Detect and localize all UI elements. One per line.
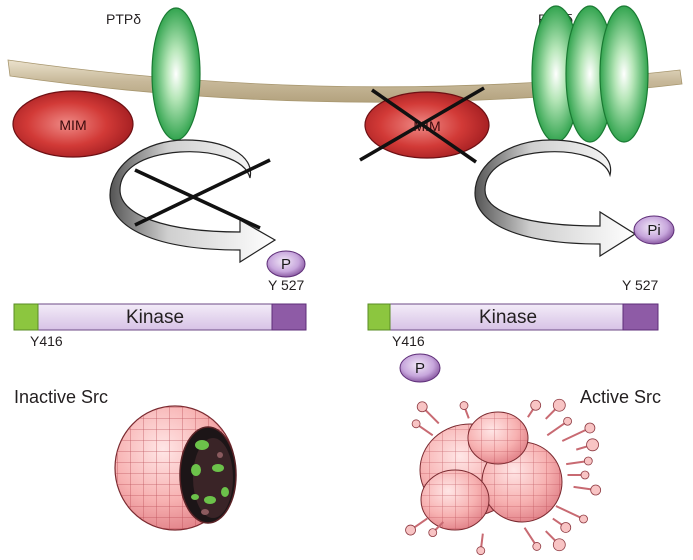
y416-label-left: Y416: [30, 333, 63, 349]
ptp-delta-label-left: PTPδ: [106, 11, 141, 27]
protruding-cell: [580, 470, 590, 480]
protruding-cell: [579, 514, 588, 524]
protruding-cell: [411, 419, 421, 429]
inactive-src-cell-cyst: [114, 405, 237, 531]
protruding-cell: [530, 399, 542, 411]
inactive-src-caption: Inactive Src: [14, 387, 108, 407]
protruding-cell: [586, 438, 599, 452]
protruding-cell: [532, 542, 542, 551]
inhibition-cross-left: [134, 158, 271, 230]
protruding-cell: [590, 484, 602, 496]
kinase-label-left: Kinase: [126, 307, 184, 328]
kinase-domain-right: [367, 303, 659, 331]
protruding-cell: [459, 401, 469, 410]
mim-label-left: MIM: [59, 117, 86, 133]
active-src-cell-cluster: [405, 398, 602, 556]
phospho-bubble-right: [399, 353, 441, 383]
protruding-cell: [584, 422, 596, 434]
curved-arrow-left: [109, 139, 277, 264]
curved-arrow-right: [474, 139, 637, 258]
ptp-delta-receptor-left: [151, 7, 201, 141]
y527-label-right: Y 527: [622, 277, 659, 293]
kinase-domain-left: [13, 303, 307, 331]
phospho-label-right: P: [415, 360, 425, 377]
protruding-cell: [416, 401, 428, 413]
protruding-cell: [476, 546, 486, 556]
kinase-label-right: Kinase: [479, 307, 537, 328]
mim-protein-left: [12, 90, 134, 158]
protruding-cell: [560, 522, 572, 533]
protruding-cell: [583, 456, 593, 466]
phospho-bubble-left: [266, 250, 306, 278]
pi-label-right: Pi: [647, 222, 660, 239]
inhibition-cross-right: [359, 86, 485, 164]
ptp-delta-receptor-cluster-right: [531, 5, 649, 143]
phosphate-bubble-right: [633, 215, 675, 245]
y527-label-left: Y 527: [268, 277, 305, 293]
phospho-label-left: P: [281, 256, 291, 273]
protruding-cell: [405, 524, 416, 536]
protruding-cell: [563, 416, 572, 426]
active-src-caption: Active Src: [580, 387, 661, 407]
protruding-cell: [552, 398, 566, 412]
cell-protrusion: [555, 505, 584, 520]
protruding-cell: [552, 538, 566, 552]
y416-label-right: Y416: [392, 333, 425, 349]
protruding-cell: [428, 528, 438, 538]
